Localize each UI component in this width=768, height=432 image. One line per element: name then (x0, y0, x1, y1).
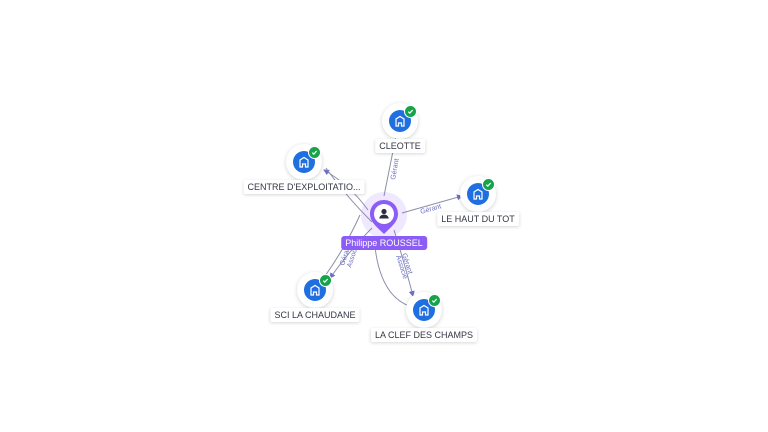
edge-label-cleotte: Gérant (390, 158, 401, 180)
edge-le-haut-du-tot (401, 194, 463, 214)
company-label: SCI LA CHAUDANE (270, 308, 360, 322)
company-label: CLEOTTE (375, 139, 425, 153)
user-icon (370, 200, 398, 234)
company-label: LA CLEF DES CHAMPS (370, 328, 478, 342)
company-label: CENTRE D'EXPLOITATIO... (243, 180, 365, 194)
check-icon (482, 178, 495, 191)
edge-centre-2 (325, 167, 373, 223)
check-icon (319, 274, 332, 287)
check-icon (428, 294, 441, 307)
check-icon (308, 146, 321, 159)
edge-sci-la-chaudane-1 (329, 227, 373, 279)
person-name-label: Philippe ROUSSEL (341, 236, 427, 250)
company-label: LE HAUT DU TOT (437, 212, 519, 226)
check-icon (404, 105, 417, 118)
